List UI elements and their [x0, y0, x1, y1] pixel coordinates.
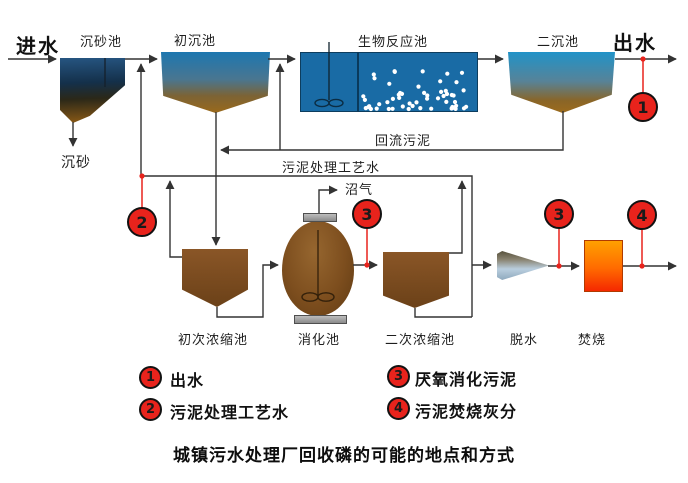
marker-2-process-water: 2	[127, 207, 157, 237]
incinerator-box	[584, 240, 623, 292]
incineration-label: 焚烧	[578, 333, 607, 348]
dewatering-label: 脱水	[510, 333, 539, 348]
secondary-clarifier-label: 二沉池	[537, 35, 580, 50]
legend-circle-1: 1	[139, 366, 162, 389]
legend-label-1: 出水	[170, 371, 205, 390]
biogas-label: 沼气	[345, 183, 374, 198]
marker-3-digested-sludge: 3	[352, 199, 382, 229]
main-flow-lines	[8, 54, 677, 318]
diagram-title: 城镇污水处理厂回收磷的可能的地点和方式	[173, 446, 515, 466]
marker-1-effluent: 1	[628, 92, 658, 122]
return-sludge-label: 回流污泥	[375, 134, 432, 149]
secondary-thickener-tank	[383, 252, 449, 308]
effluent-label: 出水	[613, 31, 657, 55]
grit-label: 沉砂	[61, 155, 91, 171]
primary-thickener-label: 初次浓缩池	[178, 333, 249, 348]
digester-label: 消化池	[298, 333, 341, 348]
marker-stems	[139, 56, 646, 269]
legend-circle-3: 3	[387, 365, 410, 388]
legend-label-3: 厌氧消化污泥	[415, 370, 518, 389]
marker-4-ash: 4	[627, 200, 657, 230]
primary-clarifier-label: 初沉池	[174, 34, 217, 49]
influent-label: 进水	[16, 34, 60, 58]
aeration-bubbles	[361, 69, 469, 112]
bio-reactor-label: 生物反应池	[358, 35, 429, 50]
legend-circle-4: 4	[387, 397, 410, 420]
tank-internals	[104, 42, 469, 302]
legend-label-4: 污泥焚烧灰分	[415, 402, 518, 421]
grit-chamber-label: 沉砂池	[80, 35, 123, 50]
process-water-label: 污泥处理工艺水	[282, 161, 381, 176]
digester-top-cap	[303, 213, 337, 222]
legend-circle-2: 2	[139, 398, 162, 421]
secondary-thickener-label: 二次浓缩池	[385, 333, 456, 348]
digester-bottom-cap	[294, 315, 347, 324]
legend-label-2: 污泥处理工艺水	[170, 403, 290, 422]
marker-3-dewatered-sludge: 3	[544, 199, 574, 229]
